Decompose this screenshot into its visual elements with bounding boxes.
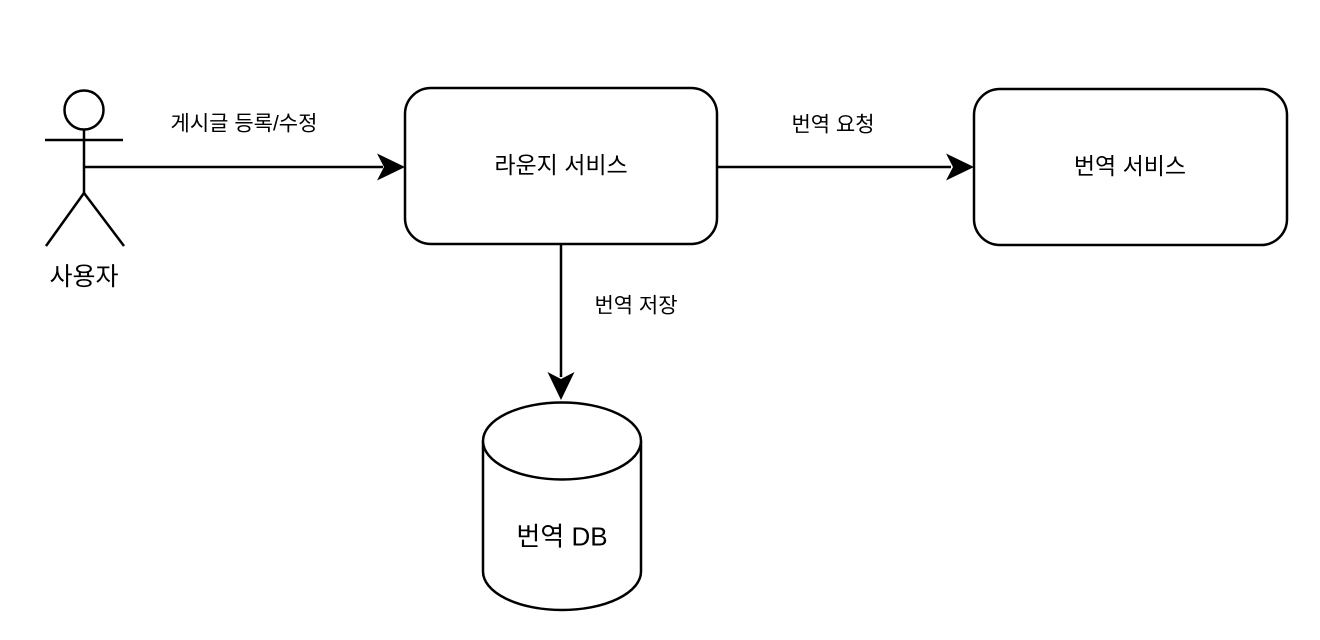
actor-figure — [44, 89, 125, 247]
edge-user-to-lounge-arrowhead — [377, 153, 405, 181]
edge-lounge-to-translate — [717, 153, 974, 181]
edge-label-user-to-lounge: 게시글 등록/수정 — [170, 112, 318, 136]
actor-right-leg — [83, 192, 125, 247]
db-cylinder-top — [481, 401, 643, 481]
actor-head — [63, 89, 105, 131]
node-lounge-box — [403, 86, 719, 246]
node-label-lounge: 라운지 서비스 — [494, 152, 628, 179]
edge-user-to-lounge — [84, 153, 405, 181]
edge-lounge-to-translate-arrowhead — [946, 153, 974, 181]
actor-label: 사용자 — [49, 263, 119, 291]
node-translate-box — [972, 87, 1289, 247]
node-db-cylinder — [481, 401, 643, 612]
node-label-translate: 번역 서비스 — [1073, 153, 1187, 180]
edge-lounge-to-db-arrowhead — [547, 372, 575, 400]
edge-label-lounge-to-translate: 번역 요청 — [791, 113, 875, 137]
db-cylinder-body — [481, 441, 643, 612]
edge-lounge-to-db — [547, 244, 575, 400]
edge-label-lounge-to-db: 번역 저장 — [594, 294, 678, 318]
node-label-db: 번역 DB — [516, 521, 608, 552]
actor-left-leg — [44, 192, 86, 247]
